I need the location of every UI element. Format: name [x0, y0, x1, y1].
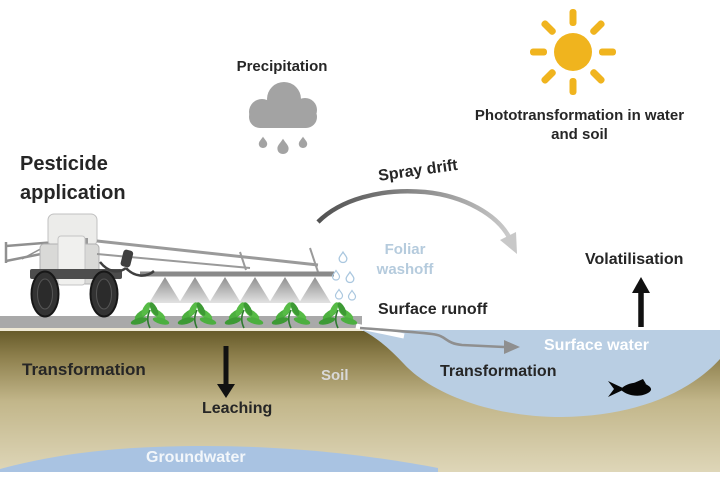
transformation-soil-label: Transformation — [22, 360, 146, 379]
groundwater-band — [0, 446, 438, 472]
rain-cloud-icon — [249, 82, 317, 154]
volatilisation-arrow — [632, 277, 650, 327]
transformation-water-label: Transformation — [440, 363, 557, 380]
surface-water-label: Surface water — [544, 337, 649, 354]
sprayer-tractor-icon — [4, 213, 334, 318]
spray-cones — [149, 277, 331, 303]
fish-icon — [608, 379, 652, 397]
volatilisation-label: Volatilisation — [585, 251, 684, 268]
phototransformation-label: Phototransformation in water and soil — [474, 107, 685, 143]
surface-runoff-label: Surface runoff — [378, 301, 488, 318]
rain-drops-icon — [258, 136, 308, 154]
surface-runoff-arrow — [359, 326, 520, 354]
soil-label: Soil — [321, 367, 349, 384]
precipitation-label: Precipitation — [236, 58, 328, 75]
foliar-washoff-label: Foliar washoff — [376, 241, 434, 278]
water-droplets-icon — [331, 251, 357, 301]
leaching-label: Leaching — [202, 400, 273, 417]
sun-icon — [530, 9, 616, 95]
groundwater-label: Groundwater — [146, 449, 246, 466]
pesticide-application-label: Pesticide application — [20, 153, 126, 204]
leaching-arrow — [217, 346, 235, 398]
surface-water-pool — [362, 330, 720, 417]
spray-drift-arrow — [316, 189, 517, 254]
